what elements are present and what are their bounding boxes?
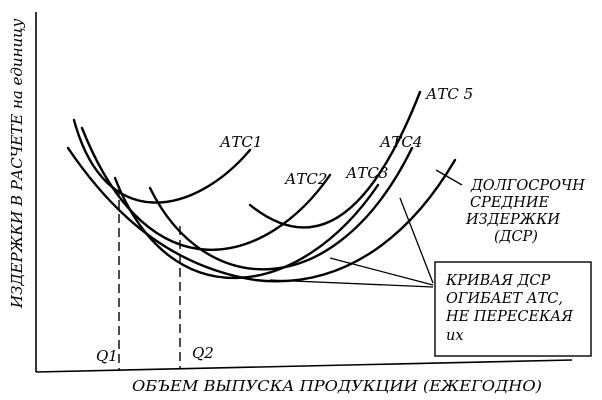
atc5-curve (248, 90, 422, 229)
x-axis (35, 359, 573, 373)
pointer-line-3 (399, 197, 434, 284)
lrac-label-line4: (ДСР) (494, 229, 538, 245)
atc2-curve (80, 126, 332, 251)
y-axis-label: ИЗДЕРЖКИ В РАСЧЕТЕ на единицу (8, 18, 26, 309)
note-line4: их (446, 328, 464, 344)
atc4-label: АТС4 (379, 133, 422, 151)
pointer-line-1 (269, 279, 434, 288)
note-line2: ОГИБАЕТ АТС, (446, 291, 563, 307)
lrac-curve (66, 146, 457, 283)
lrac-label-line2: СРЕДНИЕ (470, 195, 550, 211)
atc1-label: АТС1 (219, 133, 262, 151)
atc5-label: АТС 5 (425, 85, 473, 103)
q2-label: Q2 (192, 344, 214, 362)
lrac-label-line1: ДОЛГОСРОЧН (470, 178, 585, 194)
atc3-curve (113, 176, 380, 280)
atc4-curve (148, 146, 414, 271)
note-line1: КРИВАЯ ДСР (445, 273, 550, 289)
note-line3: НЕ ПЕРЕСЕКАЯ (445, 309, 573, 325)
note-box (434, 261, 592, 357)
lrac-label-line3: ИЗДЕРЖКИ (465, 212, 560, 228)
atc2-label: АТС2 (284, 170, 327, 188)
atc3-label: АТС3 (345, 164, 388, 182)
q1-label: Q1 (96, 347, 118, 365)
lrac-leader-line (435, 169, 463, 186)
x-axis-label: ОБЪЕМ ВЫПУСКА ПРОДУКЦИИ (ЕЖЕГОДНО) (132, 379, 542, 395)
pointer-line-2 (329, 257, 434, 286)
atc1-curve (72, 118, 252, 204)
